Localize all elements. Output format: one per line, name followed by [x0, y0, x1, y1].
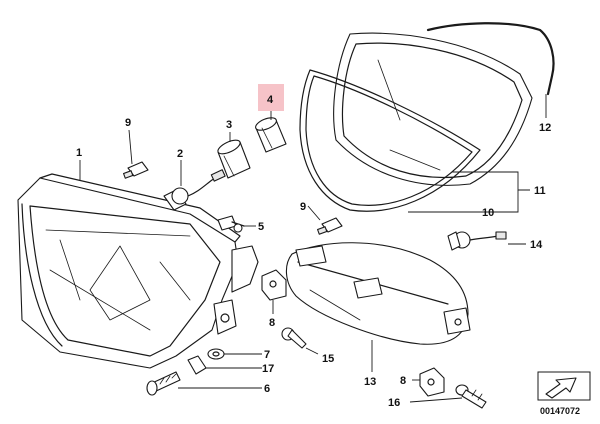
drawing-code: 00147072 [540, 406, 580, 416]
small-bulb-part-9-upper [123, 161, 149, 179]
callout-15: 15 [322, 353, 334, 365]
callout-9-upper: 9 [125, 117, 131, 129]
drawing-code-block: 00147072 [537, 371, 591, 416]
screw-part-5 [217, 215, 245, 233]
callout-10: 10 [482, 207, 494, 219]
callout-7: 7 [264, 349, 270, 361]
callout-2: 2 [177, 148, 183, 160]
callout-14: 14 [530, 239, 543, 251]
callout-9-lower: 9 [300, 201, 306, 213]
socket-cap-part-3 [217, 139, 251, 179]
clip-nut-part-8-upper [261, 269, 287, 301]
callout-16: 16 [388, 397, 400, 409]
small-bulb-part-9-lower [317, 217, 343, 235]
callout-11: 11 [534, 185, 546, 197]
callout-8-lower: 8 [400, 375, 406, 387]
callout-labels: 1 2 3 4 5 6 7 8 8 9 9 10 11 12 13 14 15 … [76, 84, 551, 409]
position-light-part-13 [285, 242, 471, 345]
seal-strip-part-12 [426, 22, 555, 96]
screw-part-15 [281, 327, 307, 349]
ring-part-4 [255, 117, 287, 153]
callout-12: 12 [539, 122, 551, 134]
bolt-part-6 [146, 371, 181, 396]
callout-5: 5 [258, 221, 264, 233]
callout-6: 6 [264, 383, 270, 395]
leader-lines [79, 94, 547, 403]
highlight-box-part-4 [258, 84, 284, 111]
bulb-part-14 [447, 231, 507, 251]
callout-3: 3 [226, 119, 232, 131]
callout-13: 13 [364, 376, 376, 388]
bulb-part-2 [163, 169, 226, 211]
callout-17: 17 [262, 363, 274, 375]
arrow-icon [545, 377, 577, 399]
callout-1: 1 [76, 147, 82, 159]
callout-4: 4 [267, 94, 274, 106]
lens-cover-part-11 [333, 32, 533, 186]
washer-part-7 [207, 348, 225, 360]
gasket-part-10 [299, 69, 481, 212]
bolt-part-16 [455, 384, 487, 409]
headlight-housing [17, 173, 259, 369]
clip-part-17 [187, 355, 207, 375]
clip-nut-part-8-lower [419, 367, 445, 397]
callout-8-upper: 8 [269, 317, 275, 329]
